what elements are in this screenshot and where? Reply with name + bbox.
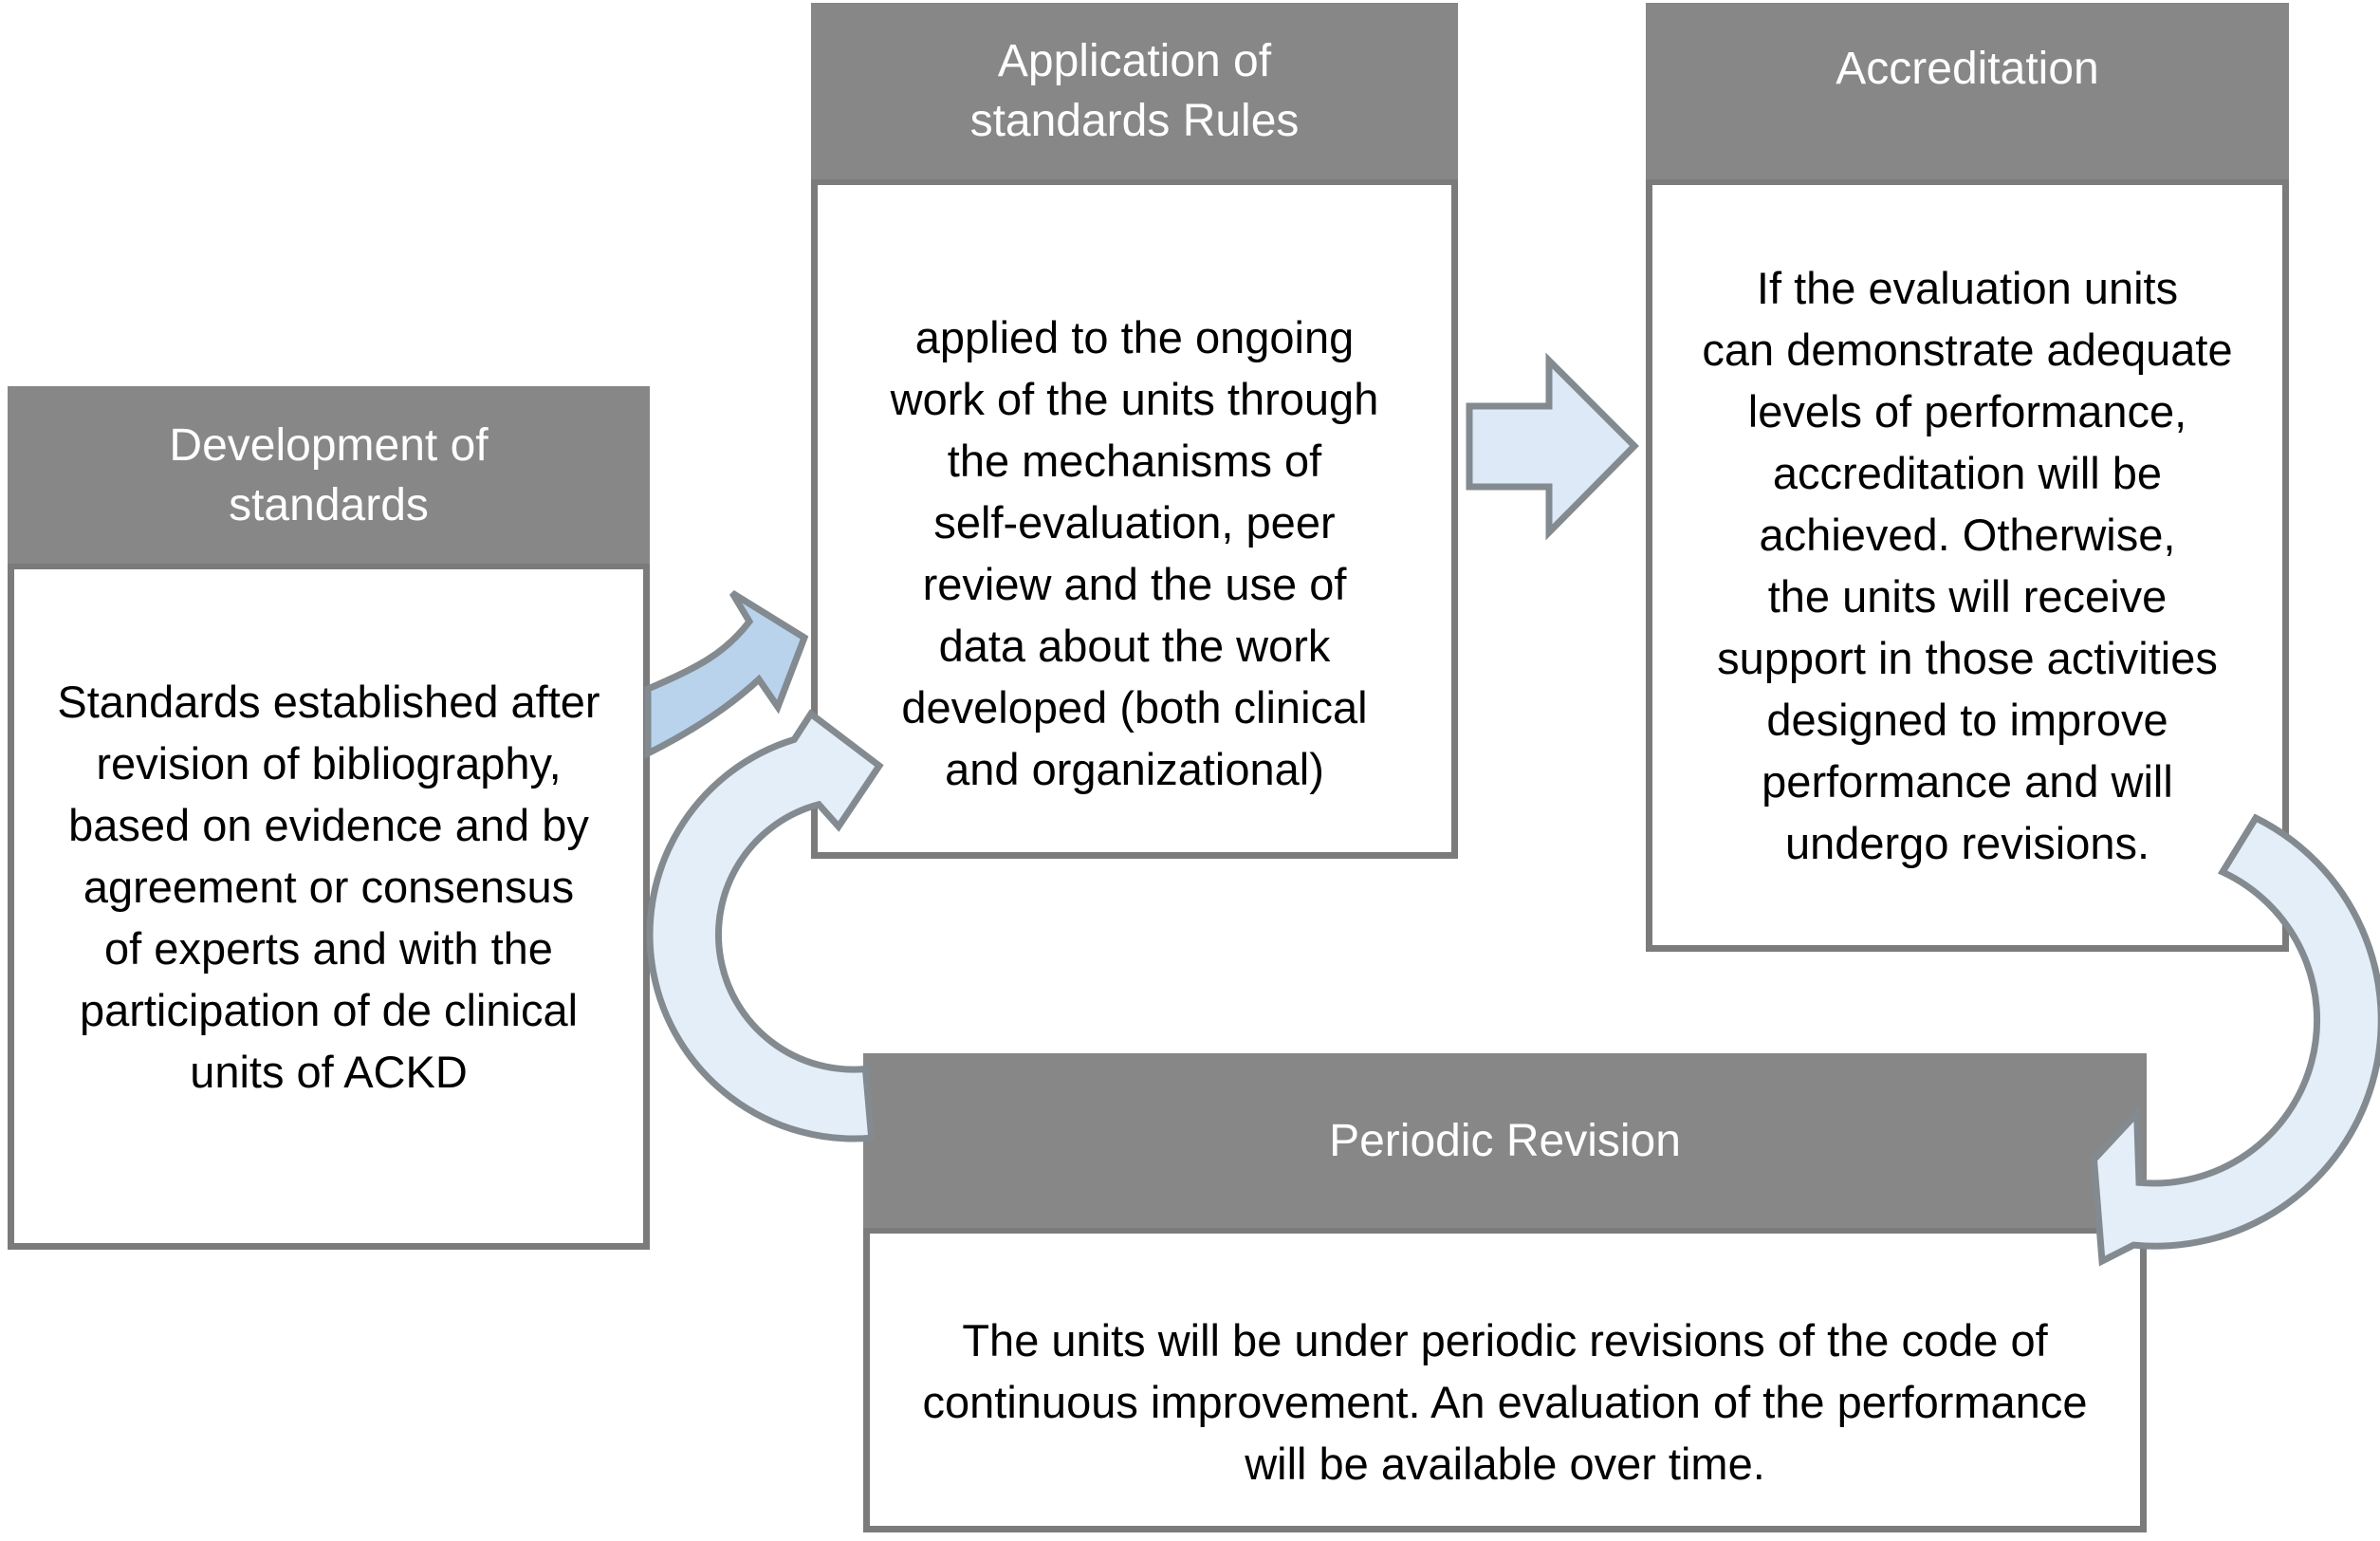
application-of-standards-rules-body: applied to the ongoing work of the units… (890, 312, 1379, 794)
accreditation-header: Accreditation (1646, 3, 2289, 185)
application-of-standards-rules-header: Application of standards Rules (811, 3, 1458, 185)
periodic-revision-body: The units will be under periodic revisio… (922, 1315, 2088, 1489)
development-of-standards-header: Development of standards (8, 386, 650, 569)
accreditation-box: Accreditation If the evaluation units ca… (1646, 3, 2289, 952)
periodic-revision-box: Periodic Revision The units will be unde… (863, 1053, 2147, 1532)
development-of-standards-box: Development of standards Standards estab… (8, 386, 650, 1250)
periodic-revision-header: Periodic Revision (863, 1053, 2147, 1234)
application-of-standards-rules-box: Application of standards Rules applied t… (811, 3, 1458, 859)
curved-arrow-dev-to-app-icon (644, 590, 809, 759)
development-of-standards-body: Standards established after revision of … (57, 677, 600, 1097)
block-arrow-app-to-acc-icon (1466, 352, 1639, 541)
accreditation-body: If the evaluation units can demonstrate … (1702, 263, 2233, 868)
